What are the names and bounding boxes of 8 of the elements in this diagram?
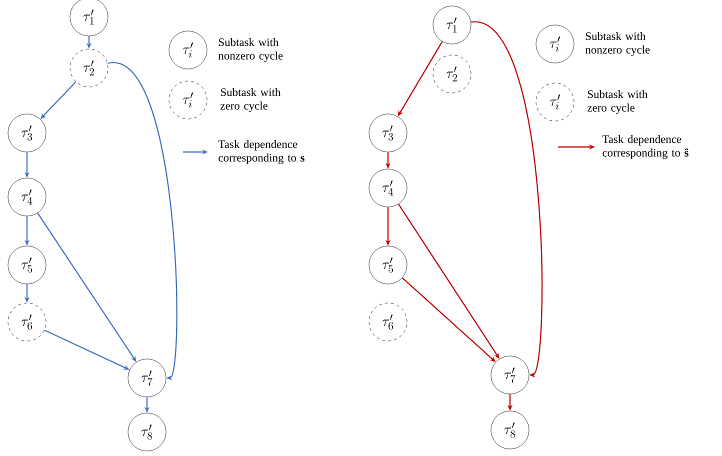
arrow <box>470 22 543 378</box>
legend-text: Task dependence corresponding to ŝ <box>602 135 688 159</box>
legend-text: Subtask with zero cycle <box>220 88 281 112</box>
legend-text: Subtask with nonzero cycle <box>585 32 650 56</box>
legend-text: Task dependence corresponding to s <box>218 140 304 164</box>
arrow <box>108 62 178 381</box>
legend-text: Subtask with zero cycle <box>588 90 648 114</box>
legend-text: Subtask with nonzero cycle <box>218 38 283 62</box>
